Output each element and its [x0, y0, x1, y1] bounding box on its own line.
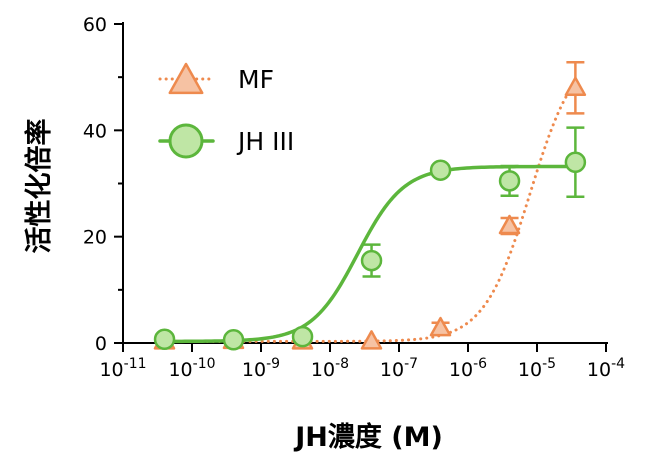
x-tick-label: 10-5	[518, 356, 556, 381]
data-point-mf	[429, 316, 452, 337]
legend-marker-mf	[168, 62, 204, 95]
y-axis-title: 活性化倍率	[23, 119, 55, 254]
legend: MF JH III	[158, 62, 294, 159]
legend-marker-jh-iii	[168, 123, 204, 159]
x-axis-title: JH濃度 (M)	[293, 421, 443, 453]
y-tick-label: 60	[83, 14, 107, 36]
x-tick-label: 10-7	[380, 356, 418, 381]
y-tick-label: 40	[83, 120, 107, 142]
x-tick-label: 10-4	[587, 356, 625, 381]
data-point-jh-iii	[222, 329, 245, 351]
x-tick-label: 10-6	[449, 356, 487, 381]
legend-label-mf: MF	[238, 65, 274, 94]
data-points	[153, 76, 587, 351]
x-tick-label: 10-8	[311, 356, 349, 381]
y-tick-label: 0	[95, 333, 107, 355]
x-tick-label: 10-9	[242, 356, 280, 381]
axes: 0 20 40 60 10-11 10-10 10-9 10-8 10-7 10-6 10-5 10-…	[83, 14, 625, 381]
fit-curves	[162, 80, 578, 344]
data-point-jh-iii	[498, 170, 521, 192]
data-point-jh-iii	[429, 159, 452, 181]
legend-label-jh-iii: JH III	[236, 127, 294, 156]
data-point-mf	[498, 214, 521, 235]
y-tick-label: 20	[83, 227, 107, 249]
error-bars	[362, 61, 585, 335]
data-point-jh-iii	[360, 249, 383, 272]
x-tick-label: 10-11	[99, 356, 146, 381]
data-point-mf	[360, 330, 383, 350]
data-point-jh-iii	[564, 151, 587, 173]
data-point-jh-iii	[291, 325, 314, 348]
data-point-mf	[564, 76, 587, 97]
data-point-jh-iii	[153, 328, 176, 351]
fit-curve-mf	[163, 80, 577, 343]
x-tick-label: 10-10	[168, 356, 215, 381]
